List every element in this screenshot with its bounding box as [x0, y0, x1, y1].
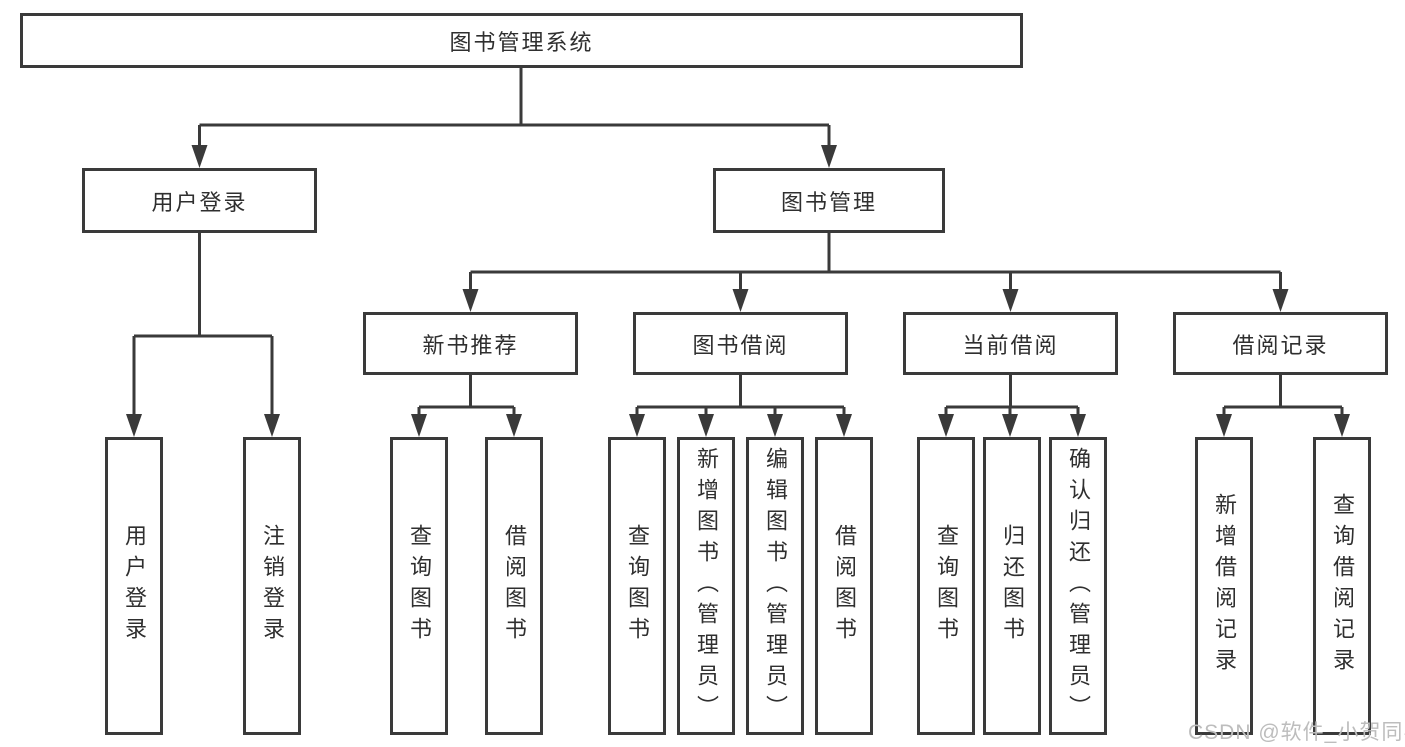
arrowheads: [126, 145, 1350, 437]
arrow-icon: [732, 289, 749, 312]
node-label: 用户登录: [151, 189, 248, 215]
arrow-icon: [1070, 414, 1086, 437]
node-library-system: 图书管理系统: [20, 13, 1023, 68]
node-label: 图书借阅: [692, 332, 789, 358]
node-current-borrowing: 当前借阅: [903, 312, 1118, 375]
csdn-watermark: CSDN @软件_小贺同学: [1188, 721, 1405, 744]
leaf-add-borrow-record: 新增借阅记录: [1195, 437, 1253, 735]
node-new-book-recommendation: 新书推荐: [363, 312, 578, 375]
leaf-confirm-return-admin: 确认归还（管理员）: [1049, 437, 1107, 735]
node-label: 图书管理: [780, 189, 877, 215]
node-book-management: 图书管理: [713, 168, 945, 233]
node-label: 借阅图书: [832, 524, 857, 648]
node-label: 用户登录: [122, 524, 147, 648]
arrow-icon: [1334, 414, 1350, 437]
leaf-query-books-recommend: 查询图书: [390, 437, 448, 735]
arrow-icon: [126, 414, 142, 437]
node-label: 新增图书（管理员）: [694, 446, 719, 726]
arrow-icon: [264, 414, 280, 437]
node-label: 新增借阅记录: [1212, 493, 1237, 679]
node-label: 确认归还（管理员）: [1066, 446, 1091, 726]
arrow-icon: [506, 414, 522, 437]
node-label: 归还图书: [1000, 524, 1025, 648]
node-user-login: 用户登录: [82, 168, 317, 233]
node-label: 查询图书: [934, 524, 959, 648]
leaf-add-book-admin: 新增图书（管理员）: [677, 437, 735, 735]
node-label: 注销登录: [260, 524, 285, 648]
leaf-user-login: 用户登录: [105, 437, 163, 735]
leaf-borrow-books-recommend: 借阅图书: [485, 437, 543, 735]
node-label: 查询借阅记录: [1330, 493, 1355, 679]
arrow-icon: [191, 145, 208, 168]
leaf-query-borrow-record: 查询借阅记录: [1313, 437, 1371, 735]
arrow-icon: [1002, 289, 1019, 312]
arrow-icon: [836, 414, 852, 437]
arrow-icon: [1272, 289, 1289, 312]
node-label: 借阅记录: [1232, 332, 1329, 358]
node-label: 编辑图书（管理员）: [763, 446, 788, 726]
leaf-return-books: 归还图书: [983, 437, 1041, 735]
node-label: 查询图书: [407, 524, 432, 648]
node-label: 新书推荐: [422, 332, 519, 358]
arrow-icon: [821, 145, 837, 168]
node-label: 当前借阅: [962, 332, 1059, 358]
arrow-icon: [698, 414, 714, 437]
node-book-borrowing: 图书借阅: [633, 312, 848, 375]
node-label: 图书管理系统: [449, 29, 594, 55]
leaf-query-books-current: 查询图书: [917, 437, 975, 735]
arrow-icon: [1002, 414, 1018, 437]
node-label: 查询图书: [625, 524, 650, 648]
connector-path: [132, 68, 1344, 416]
arrow-icon: [629, 414, 645, 437]
arrow-icon: [938, 414, 954, 437]
arrow-icon: [767, 414, 783, 437]
arrow-icon: [411, 414, 427, 437]
leaf-query-books-borrowing: 查询图书: [608, 437, 666, 735]
leaf-edit-book-admin: 编辑图书（管理员）: [746, 437, 804, 735]
leaf-borrow-books-borrowing: 借阅图书: [815, 437, 873, 735]
arrow-icon: [1216, 414, 1232, 437]
node-borrowing-records: 借阅记录: [1173, 312, 1388, 375]
node-label: 借阅图书: [502, 524, 527, 648]
leaf-logout: 注销登录: [243, 437, 301, 735]
arrow-icon: [462, 289, 479, 312]
